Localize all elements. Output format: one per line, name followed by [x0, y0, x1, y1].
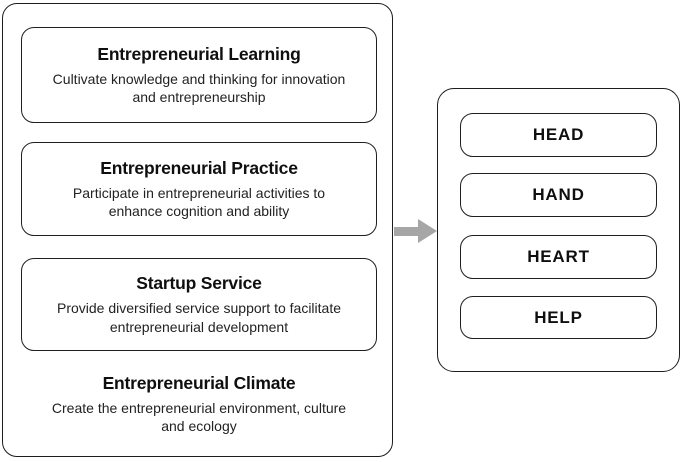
pill-heart: HEART — [460, 235, 657, 279]
section-description: Cultivate knowledge and thinking for inn… — [52, 70, 346, 105]
right-panel: HEAD HAND HEART HELP — [437, 88, 680, 372]
pill-help: HELP — [460, 296, 657, 339]
section-startup-service: Startup Service Provide diversified serv… — [21, 258, 377, 351]
section-title: Entrepreneurial Climate — [102, 372, 296, 393]
section-description: Create the entrepreneurial environment, … — [51, 399, 347, 434]
pill-label: HEAD — [532, 125, 585, 144]
section-entrepreneurial-learning: Entrepreneurial Learning Cultivate knowl… — [21, 27, 377, 123]
pill-head: HEAD — [460, 113, 657, 157]
section-description: Participate in entrepreneurial activitie… — [72, 184, 326, 219]
section-title: Entrepreneurial Practice — [100, 157, 298, 178]
pill-label: HAND — [532, 185, 585, 204]
section-description: Provide diversified service support to f… — [56, 300, 342, 335]
left-panel: Entrepreneurial Learning Cultivate knowl… — [2, 3, 393, 457]
arrow-head — [418, 219, 437, 243]
pill-label: HEART — [527, 247, 590, 266]
right-arrow-icon — [394, 219, 438, 243]
pill-hand: HAND — [460, 173, 657, 217]
arrow-shaft — [394, 227, 420, 236]
section-entrepreneurial-climate: Entrepreneurial Climate Create the entre… — [21, 364, 377, 444]
section-entrepreneurial-practice: Entrepreneurial Practice Participate in … — [21, 142, 377, 236]
section-title: Entrepreneurial Learning — [97, 43, 301, 64]
pill-label: HELP — [534, 307, 583, 327]
section-title: Startup Service — [136, 273, 262, 294]
